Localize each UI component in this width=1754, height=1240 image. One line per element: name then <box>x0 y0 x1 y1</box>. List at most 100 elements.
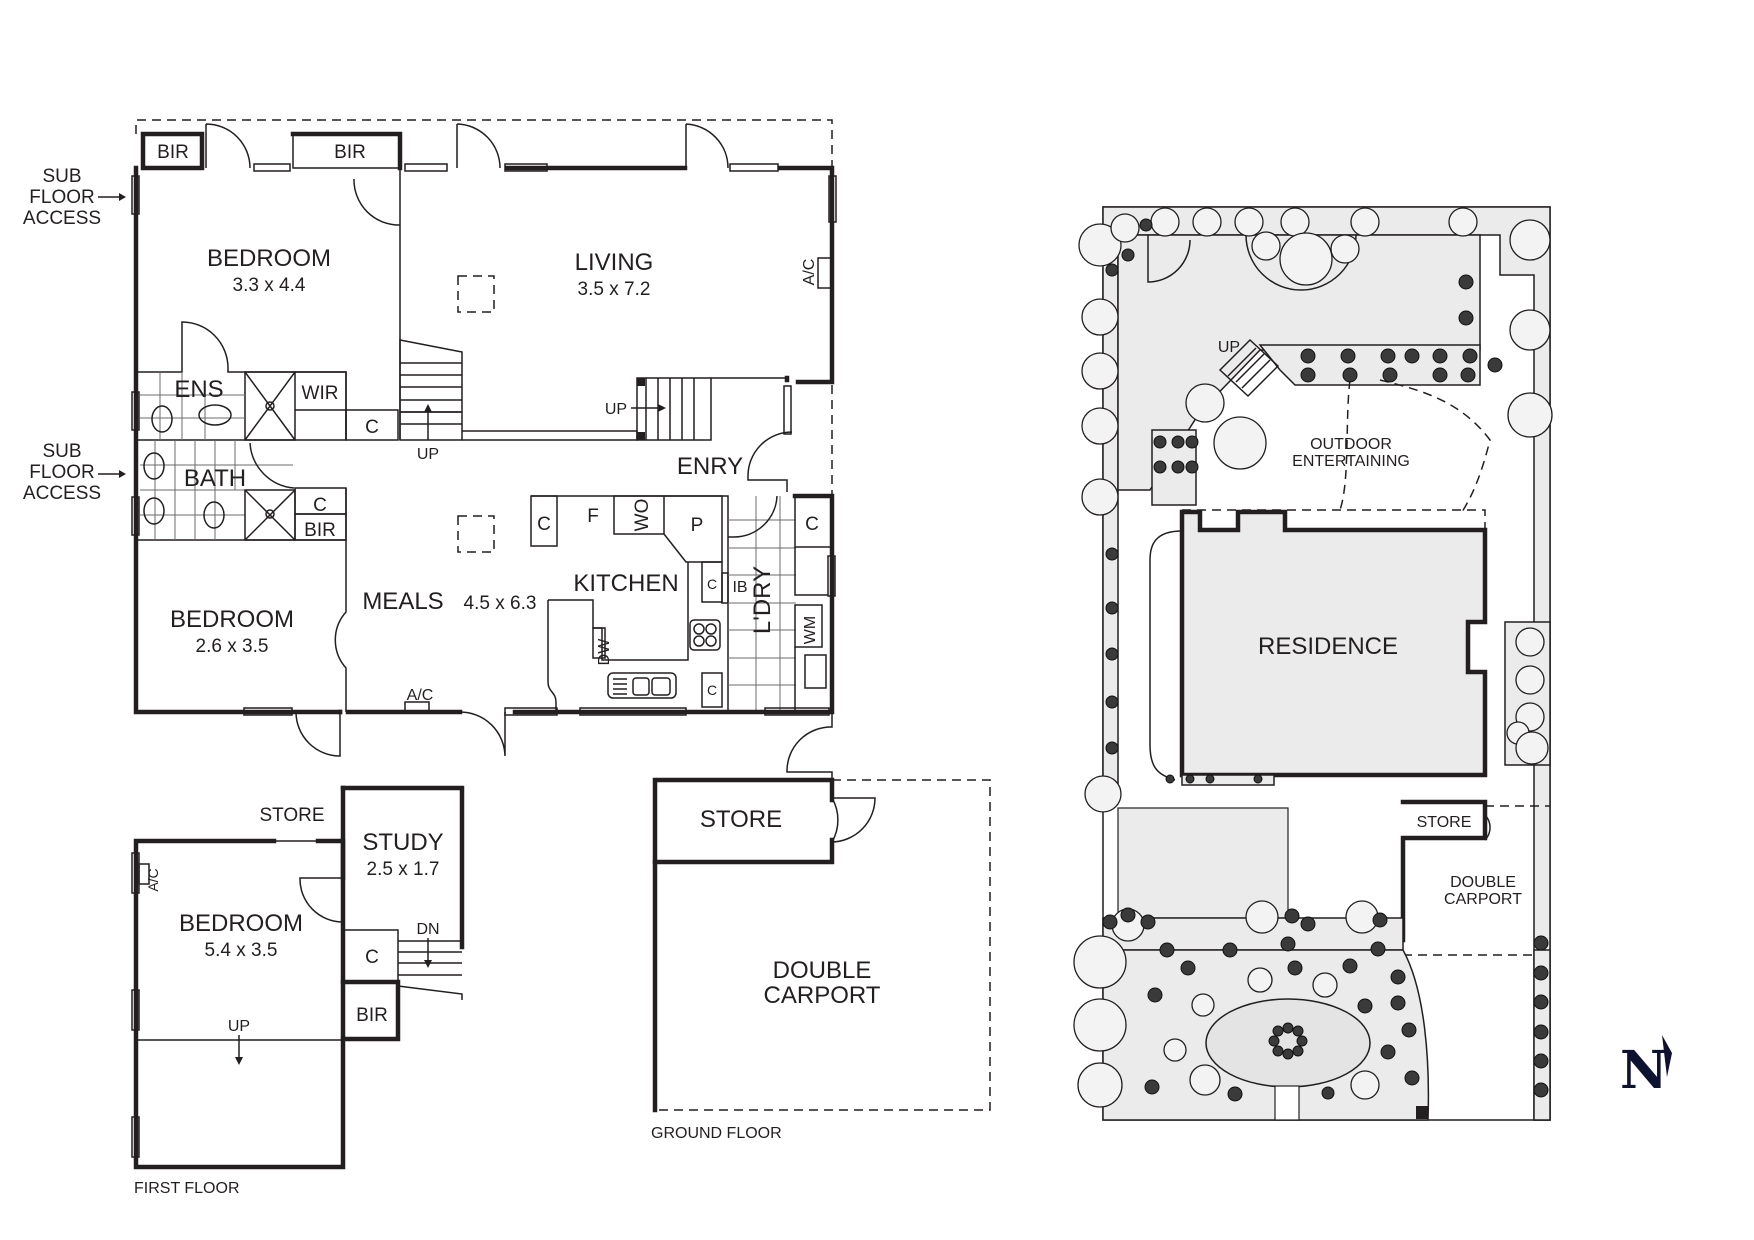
c-cupboard-hall <box>345 409 399 441</box>
door <box>456 123 501 169</box>
room-size: 4.5 x 6.3 <box>464 593 537 614</box>
room-name: BATH <box>184 465 246 492</box>
north-label: N <box>1620 1040 1668 1101</box>
c-label: C <box>805 514 819 535</box>
room-name: BEDROOM <box>179 910 303 937</box>
ac-unit <box>404 701 430 713</box>
stairs <box>397 940 463 1000</box>
sub-floor-access-label: SUB <box>42 441 81 462</box>
door <box>831 797 839 843</box>
room-size: 2.5 x 1.7 <box>367 859 440 880</box>
door <box>459 711 506 757</box>
skylight <box>457 275 495 313</box>
window <box>783 385 792 435</box>
pantry-label: P <box>691 515 704 536</box>
ground-floor-title: GROUND FLOOR <box>651 1125 782 1142</box>
window <box>579 707 687 716</box>
toilet-icon <box>151 405 173 433</box>
window <box>131 175 140 215</box>
stairs-up-label: UP <box>228 1018 250 1035</box>
door <box>249 442 295 489</box>
site-store <box>1400 799 1488 943</box>
room-name: MEALS <box>362 588 443 615</box>
first-floor-title: FIRST FLOOR <box>134 1180 240 1197</box>
stairs-up-label: UP <box>417 446 439 463</box>
door <box>685 123 729 169</box>
svg-text:CARPORT: CARPORT <box>1444 891 1522 908</box>
c-label: C <box>313 495 327 516</box>
svg-text:FLOOR: FLOOR <box>29 187 94 208</box>
room-name: BEDROOM <box>207 245 331 272</box>
dw-label: DW <box>596 638 613 666</box>
window <box>729 163 779 172</box>
window <box>764 707 830 716</box>
landscaping-trees <box>1073 207 1553 1108</box>
north-arrow-icon <box>1662 1035 1672 1077</box>
c-label: C <box>365 417 379 438</box>
room-name: STUDY <box>362 829 443 856</box>
basin-icon <box>198 404 232 426</box>
window <box>253 163 291 172</box>
site-plan-labels: UP OUTDOOR ENTERTAINING RESIDENCE STORE … <box>1218 339 1522 908</box>
c-cupboard-kitchen <box>530 495 558 547</box>
bir-left-box <box>140 131 205 171</box>
lawn-area <box>1117 234 1481 491</box>
ac-label: A/C <box>145 868 161 891</box>
door <box>353 178 401 226</box>
first-floor-labels: STORE STUDY 2.5 x 1.7 BEDROOM 5.4 x 3.5 … <box>134 805 444 1197</box>
ac-label: A/C <box>407 687 434 704</box>
west-wall <box>133 165 343 715</box>
sink-icon <box>607 672 677 699</box>
dishwasher <box>592 627 606 659</box>
door <box>728 495 778 538</box>
stairs <box>399 339 463 441</box>
room-size: 2.6 x 3.5 <box>196 636 269 657</box>
window <box>828 175 837 223</box>
window <box>504 707 558 716</box>
window <box>131 989 140 1031</box>
c-label: C <box>707 682 717 698</box>
ground-floor-labels: SUB FLOOR ACCESS SUB FLOOR ACCESS BIR BI… <box>23 142 881 1142</box>
room-name: L'DRY <box>749 566 776 634</box>
door <box>334 540 347 712</box>
svg-text:CARPORT: CARPORT <box>764 982 881 1009</box>
c-label: C <box>707 576 717 592</box>
residence-label: RESIDENCE <box>1258 633 1398 660</box>
stairs <box>636 377 712 441</box>
room-size: 5.4 x 3.5 <box>205 940 278 961</box>
room-name: ENRY <box>677 453 743 480</box>
room-name: KITCHEN <box>573 570 678 597</box>
ac-unit <box>817 257 833 289</box>
c-cupboard-kitchen-3 <box>701 672 723 708</box>
room-name: BEDROOM <box>170 606 294 633</box>
window <box>504 163 548 172</box>
lawn-oval <box>1205 998 1371 1088</box>
svg-text:FLOOR: FLOOR <box>29 462 94 483</box>
ac-unit <box>138 863 150 885</box>
landscaping-shrubs <box>1102 218 1549 1102</box>
door <box>205 123 251 169</box>
window <box>131 391 140 431</box>
carport-outline <box>655 779 991 1111</box>
toilet-icon <box>203 501 225 529</box>
room-name: LIVING <box>575 249 654 276</box>
door <box>295 711 341 757</box>
wm-label: WM <box>802 616 819 644</box>
wall-oven-label: WO <box>632 499 653 532</box>
washing-machine <box>794 604 823 648</box>
ib-label: IB <box>732 579 747 596</box>
eave-outline <box>135 119 833 712</box>
shower-ens <box>244 371 296 441</box>
room-name: DOUBLE <box>773 957 872 984</box>
bir-label: BIR <box>304 520 336 541</box>
ground-floor-plan <box>131 119 991 1113</box>
residence-footprint <box>1179 509 1488 778</box>
skylight <box>457 515 495 553</box>
ac-label: A/C <box>801 259 818 286</box>
bir-label: BIR <box>157 142 189 163</box>
bir-label: BIR <box>334 142 366 163</box>
room-name: STORE <box>700 806 782 833</box>
door <box>786 712 833 780</box>
room-size: 3.5 x 7.2 <box>578 279 651 300</box>
c-label: C <box>537 514 551 535</box>
